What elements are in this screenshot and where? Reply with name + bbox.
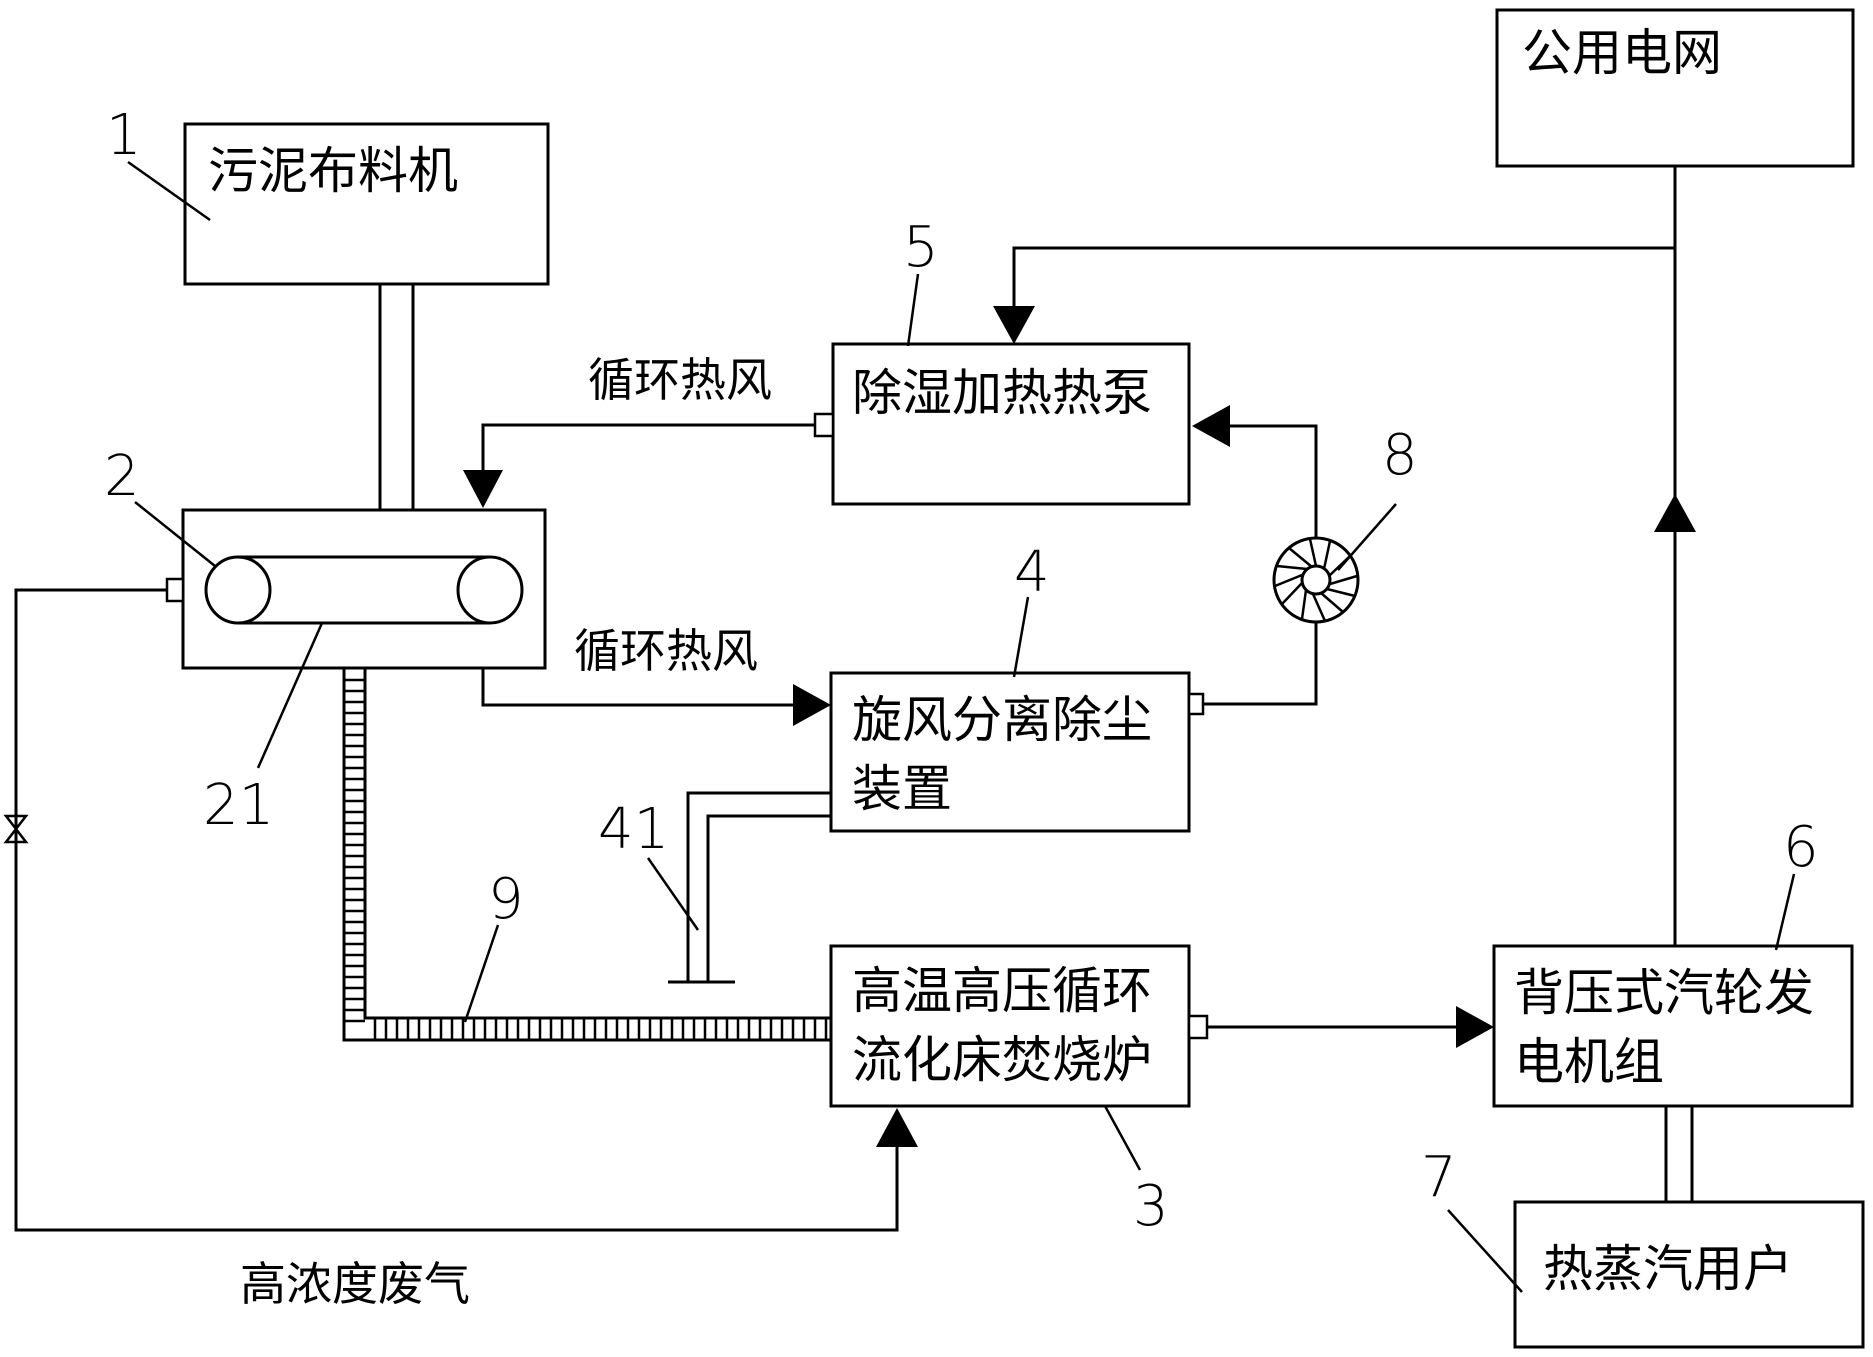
hot-air-label-top: 循环热风: [588, 353, 772, 407]
turbine-generator-label-2: 电机组: [1514, 1033, 1664, 1091]
ref-number-8: 8: [1382, 423, 1418, 488]
incinerator-label-1: 高温高压循环: [852, 962, 1152, 1020]
sludge-distributor-label: 污泥布料机: [208, 142, 458, 200]
public-grid-block: 公用电网: [1495, 8, 1855, 168]
ref-number-21: 21: [203, 773, 274, 838]
dehumid-heat-pump-label: 除湿加热热泵: [852, 364, 1152, 422]
fan-icon: [1272, 536, 1360, 624]
sludge-distributor-block: 污泥布料机: [183, 122, 550, 286]
ref-number-4: 4: [1014, 540, 1050, 605]
ref-5: 5: [903, 215, 939, 347]
ref-1: 1: [106, 103, 211, 222]
ref-number-6: 6: [1783, 815, 1819, 880]
incinerator-block: 高温高压循环 流化床焚烧炉: [829, 944, 1191, 1108]
ref-21: 21: [203, 622, 324, 838]
dust-outlet-pipe: [668, 791, 831, 984]
turbine-generator-label-1: 背压式汽轮发: [1514, 964, 1814, 1022]
cyclone-separator-label-2: 装置: [852, 760, 952, 818]
public-grid-label: 公用电网: [1522, 24, 1722, 82]
cyclone-separator-block: 旋风分离除尘 装置: [829, 671, 1191, 833]
ref-number-41: 41: [598, 797, 669, 862]
turbine-generator-block: 背压式汽轮发 电机组: [1492, 944, 1854, 1108]
feed-pipe: [378, 284, 415, 510]
hot-air-supply-line: [481, 668, 831, 726]
fan-loop-line: [1187, 405, 1318, 716]
ref-6: 6: [1774, 815, 1819, 951]
ref-3: 3: [1103, 1105, 1169, 1239]
ref-number-9: 9: [488, 867, 524, 932]
incinerator-label-2: 流化床焚烧炉: [852, 1031, 1152, 1089]
hot-air-return-line: [463, 412, 835, 508]
ref-41: 41: [598, 797, 700, 931]
ref-number-3: 3: [1133, 1174, 1169, 1239]
waste-gas-label: 高浓度废气: [240, 1257, 470, 1311]
sludge-conveyor-pipe: [342, 668, 831, 1042]
ref-number-5: 5: [903, 215, 939, 280]
steam-user-label: 热蒸汽用户: [1543, 1240, 1793, 1298]
power-output-line: [1654, 166, 1696, 946]
valve-icon: [3, 814, 29, 844]
dehumid-heat-pump-block: 除湿加热热泵: [831, 342, 1191, 506]
ref-2: 2: [104, 444, 216, 567]
ref-8: 8: [1337, 423, 1418, 571]
ref-7: 7: [1421, 1145, 1523, 1293]
ref-9: 9: [463, 867, 524, 1023]
steam-user-pipe: [1664, 1106, 1694, 1202]
power-supply-line: [993, 246, 1675, 344]
ref-number-2: 2: [104, 444, 140, 509]
dryer-block: [181, 508, 547, 670]
cyclone-separator-label-1: 旋风分离除尘: [852, 691, 1152, 749]
steam-line: [1187, 1006, 1494, 1048]
ref-number-1: 1: [106, 103, 142, 168]
waste-gas-line: [3, 577, 918, 1232]
hot-air-label-mid: 循环热风: [574, 624, 758, 678]
ref-4: 4: [1012, 540, 1050, 678]
ref-number-7: 7: [1421, 1145, 1457, 1210]
conveyor-belt-icon: [204, 555, 524, 625]
steam-user-block: 热蒸汽用户: [1513, 1200, 1865, 1349]
